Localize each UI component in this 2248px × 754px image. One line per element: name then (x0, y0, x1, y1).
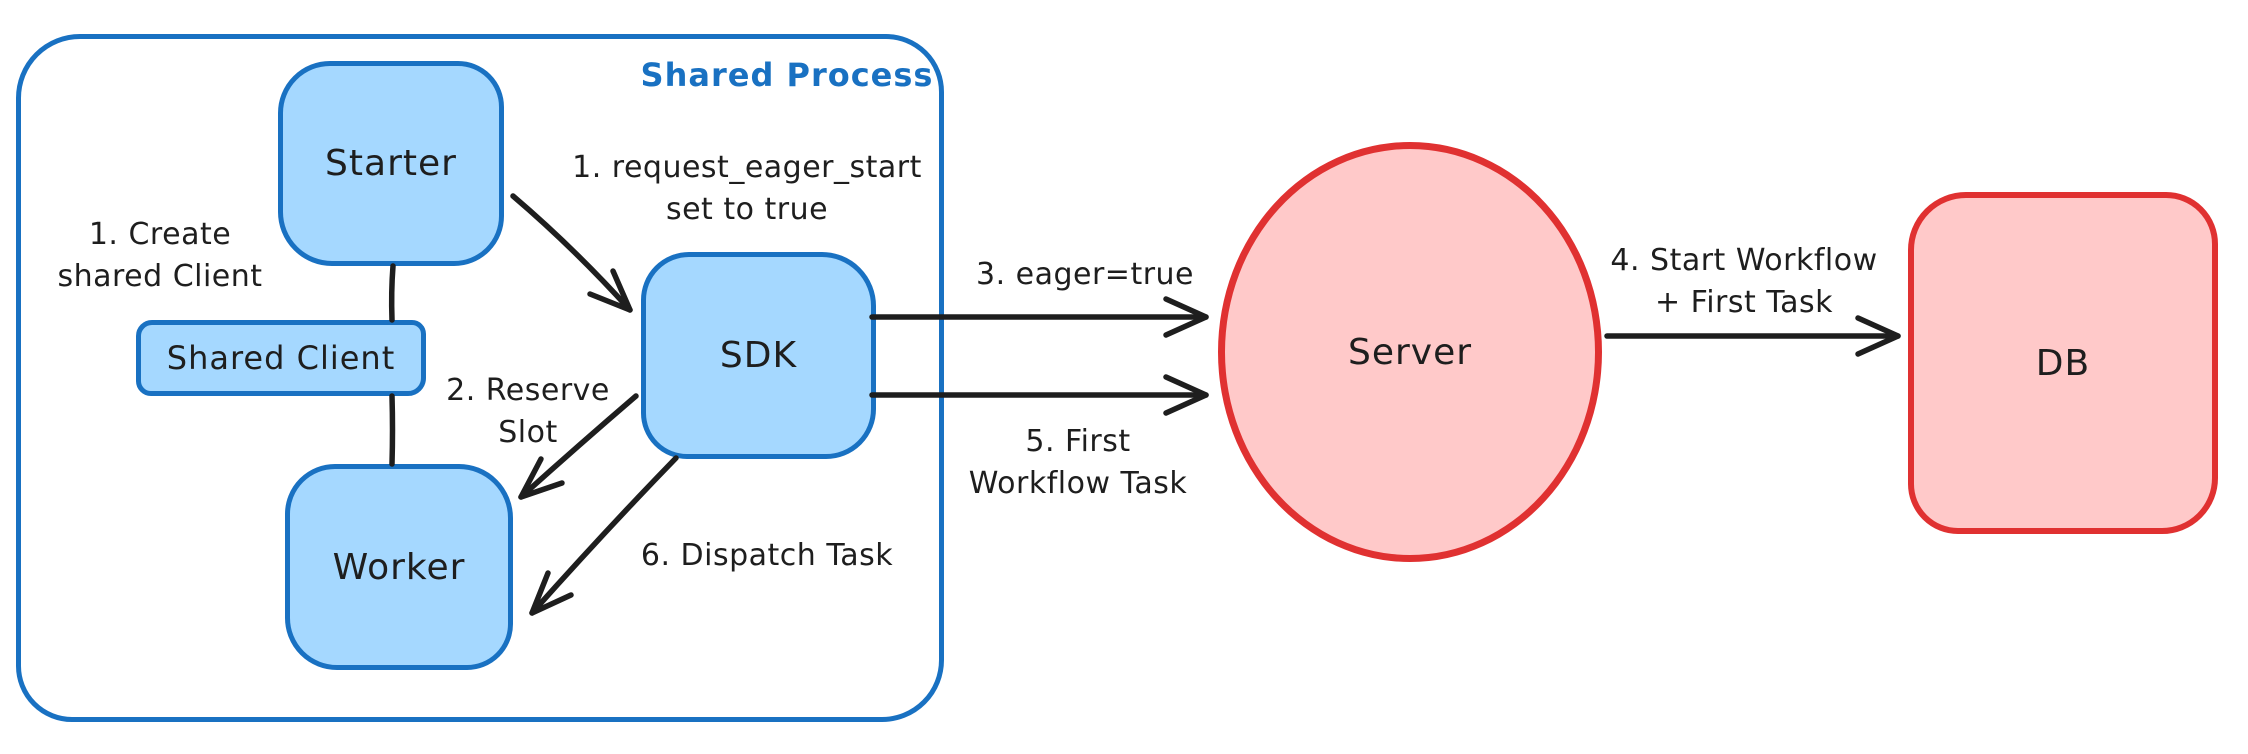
annotation-start-workflow: 4. Start Workflow + First Task (1610, 243, 1878, 320)
node-starter-label: Starter (325, 143, 457, 184)
annotation-eager-true: 3. eager=true (975, 257, 1195, 292)
node-worker-label: Worker (332, 546, 466, 588)
node-shared-client: Shared Client (136, 320, 426, 396)
node-server: Server (1218, 142, 1602, 562)
node-sdk-label: SDK (719, 335, 798, 376)
annotation-reserve-slot: 2. Reserve Slot (446, 373, 610, 450)
node-sdk: SDK (641, 252, 876, 459)
annotation-dispatch-task: 6. Dispatch Task (640, 538, 894, 573)
node-server-label: Server (1347, 331, 1473, 373)
shared-process-container (16, 34, 944, 722)
node-shared-client-label: Shared Client (166, 339, 396, 377)
shared-process-label: Shared Process (640, 56, 934, 94)
node-db: DB (1908, 192, 2218, 534)
annotation-first-workflow-task: 5. First Workflow Task (968, 424, 1188, 501)
annotation-create-shared-client: 1. Create shared Client (57, 217, 263, 294)
annotation-request-eager-start: 1. request_eager_start set to true (572, 150, 922, 227)
node-worker: Worker (285, 464, 513, 670)
node-starter: Starter (278, 61, 504, 266)
node-db-label: DB (2035, 342, 2091, 384)
